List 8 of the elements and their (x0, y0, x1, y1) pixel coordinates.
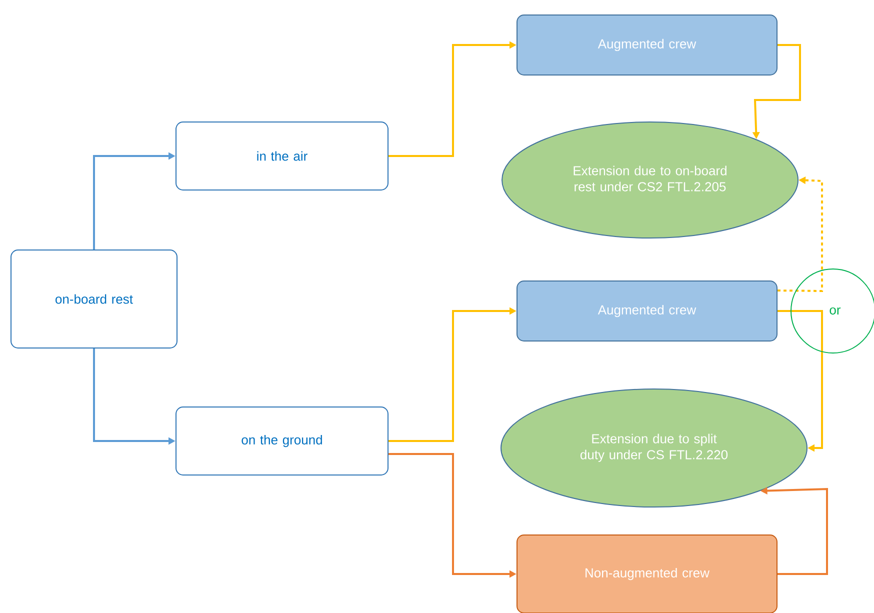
process-box: on-board rest (10, 250, 178, 348)
process-box: Augmented crew (516, 14, 778, 76)
process-box: in the air (176, 122, 388, 190)
arrow (778, 310, 824, 452)
process-box: Augmented crew (516, 280, 778, 342)
process-box: on the ground (176, 406, 388, 476)
process-box: Non-augmented crew (516, 534, 778, 613)
or-label: or (830, 307, 841, 315)
